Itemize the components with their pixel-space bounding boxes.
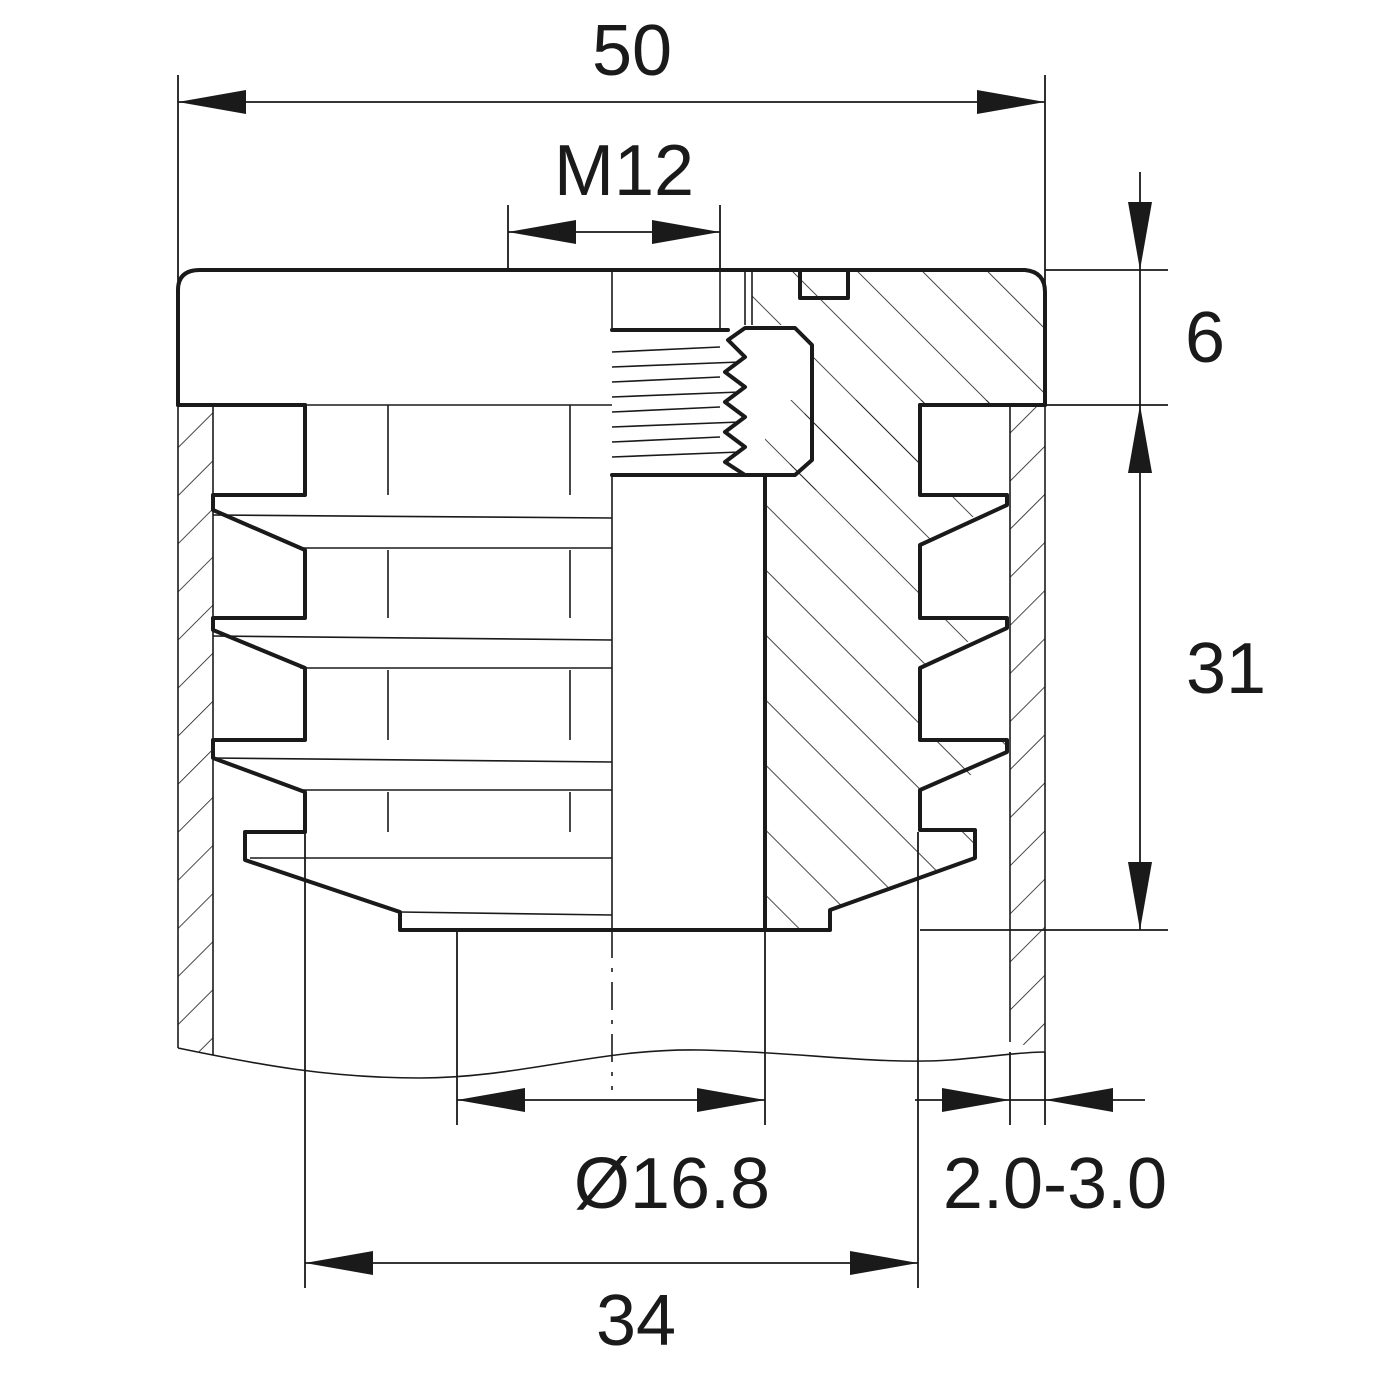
tube-wall-right — [1009, 405, 1046, 1052]
break-line — [177, 1047, 1046, 1079]
stem-section — [763, 400, 1045, 932]
dim-cap-height-label: 6 — [1185, 298, 1225, 378]
dim-thread-label: M12 — [554, 131, 694, 211]
dim-insert-width: 34 — [304, 832, 919, 1361]
dim-insert-depth: 31 — [920, 405, 1266, 931]
dim-wall-thickness-label: 2.0-3.0 — [943, 1144, 1167, 1224]
dim-total-width-label: 50 — [592, 11, 672, 91]
dim-stem-diameter: Ø16.8 — [456, 930, 770, 1224]
dim-wall-thickness: 2.0-3.0 — [915, 1052, 1167, 1224]
dim-thread: M12 — [507, 131, 721, 270]
fin-lines — [212, 404, 613, 930]
dim-total-width: 50 — [177, 11, 1046, 405]
fins-left — [211, 403, 767, 932]
thread-insert — [610, 270, 814, 477]
dim-cap-height: 6 — [1045, 172, 1225, 406]
dim-insert-depth-label: 31 — [1186, 629, 1266, 709]
dim-stem-diameter-label: Ø16.8 — [574, 1144, 770, 1224]
dim-insert-width-label: 34 — [596, 1281, 676, 1361]
fins-right — [763, 403, 1009, 932]
tube-wall-left — [177, 405, 214, 1055]
